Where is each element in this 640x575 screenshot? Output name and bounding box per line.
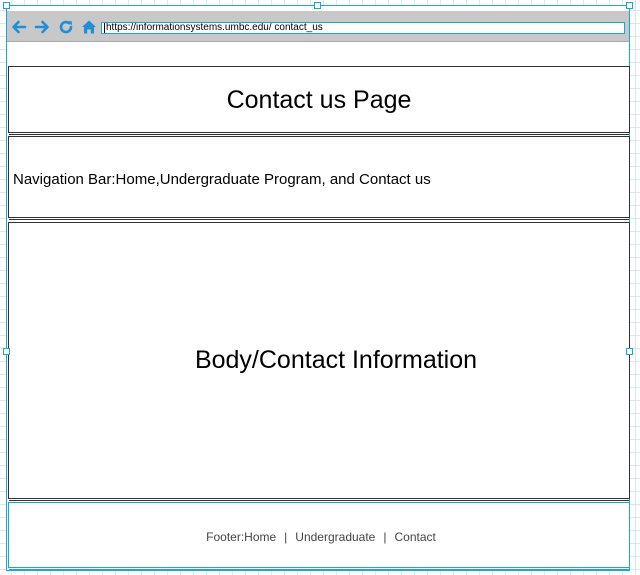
- resize-handle-top-left[interactable]: [3, 2, 10, 9]
- body-section: Body/Contact Information: [8, 222, 630, 501]
- arrow-left-icon: [12, 20, 27, 34]
- resize-handle-top-right[interactable]: [626, 2, 633, 9]
- footer-section: Footer: Home | Undergraduate | Contact: [8, 502, 630, 570]
- home-button[interactable]: [80, 18, 98, 36]
- header-section: Contact us Page: [8, 66, 630, 135]
- resize-handle-left[interactable]: [3, 348, 10, 355]
- footer-separator: |: [284, 530, 288, 544]
- footer-link-undergraduate[interactable]: Undergraduate: [295, 530, 376, 544]
- reload-button[interactable]: [57, 18, 75, 36]
- page-title: Contact us Page: [226, 86, 412, 114]
- text-caret: [104, 23, 105, 33]
- body-label: Body/Contact Information: [194, 346, 478, 374]
- navigation-bar-section: Navigation Bar:Home,Undergraduate Progra…: [8, 136, 630, 220]
- footer-link-home[interactable]: Home: [244, 530, 277, 544]
- forward-button[interactable]: [33, 18, 51, 36]
- url-text: https://informationsystems.umbc.edu/ con…: [106, 22, 323, 33]
- browser-toolbar: https://informationsystems.umbc.edu/ con…: [7, 11, 629, 42]
- footer-link-contact[interactable]: Contact: [394, 530, 436, 544]
- footer-links: Footer: Home | Undergraduate | Contact: [206, 530, 436, 544]
- arrow-right-icon: [34, 20, 49, 34]
- reload-icon: [59, 20, 73, 34]
- address-bar[interactable]: https://informationsystems.umbc.edu/ con…: [101, 22, 625, 34]
- browser-window: https://informationsystems.umbc.edu/ con…: [6, 5, 630, 571]
- footer-label: Footer:: [206, 530, 245, 544]
- footer-separator: |: [383, 530, 387, 544]
- navigation-bar-label: Navigation Bar:Home,Undergraduate Progra…: [13, 170, 431, 188]
- back-button[interactable]: [10, 18, 28, 36]
- resize-handle-top[interactable]: [314, 2, 321, 9]
- home-icon: [82, 20, 96, 34]
- resize-handle-right[interactable]: [626, 348, 633, 355]
